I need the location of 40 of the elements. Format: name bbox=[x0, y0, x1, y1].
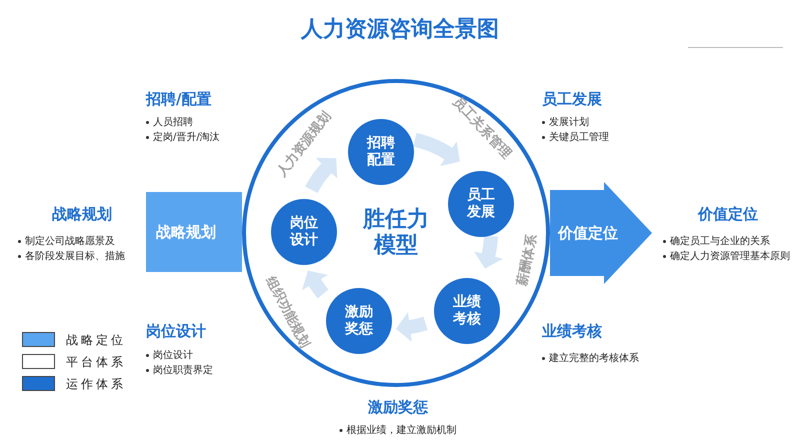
bullet-text: 确定员工与企业的关系 bbox=[663, 234, 770, 249]
bullet-text: 各阶段发展目标、措施 bbox=[18, 249, 125, 264]
arc-label: 人力资源规划 bbox=[273, 108, 336, 180]
bullet-text: 岗位设计 bbox=[146, 348, 193, 363]
section-heading: 激励奖惩 bbox=[368, 398, 428, 417]
bullet-text: 根据业绩，建立激励机制 bbox=[340, 423, 456, 438]
legend-label: 运作体系 bbox=[66, 376, 126, 393]
node-label: 激励奖惩 bbox=[344, 304, 374, 338]
legend-label: 战略定位 bbox=[66, 332, 126, 349]
bullet-text: 岗位职责界定 bbox=[146, 363, 213, 378]
node-label: 岗位设计 bbox=[289, 215, 319, 249]
node-label: 员工发展 bbox=[466, 187, 496, 221]
arc-label: 员工关系管理 bbox=[448, 94, 515, 163]
title: 人力资源咨询全景图 bbox=[300, 16, 500, 44]
node-label: 价值定位 bbox=[558, 224, 618, 242]
bullet-text: 制定公司战略愿景及 bbox=[18, 234, 115, 249]
section-heading: 员工发展 bbox=[542, 90, 602, 109]
section-heading: 价值定位 bbox=[698, 205, 758, 224]
bullet-text: 建立完整的考核体系 bbox=[542, 351, 639, 366]
strategy-box bbox=[146, 192, 242, 272]
bullet-text: 确定人力资源管理基本原则 bbox=[663, 249, 790, 264]
bullet-text: 人员招聘 bbox=[146, 115, 193, 130]
block-arrow bbox=[550, 182, 652, 284]
cycle-arrow bbox=[412, 133, 460, 166]
node-label: 胜任力模型 bbox=[362, 206, 430, 260]
bullet-text: 定岗/晋升/淘汰 bbox=[146, 130, 220, 145]
node-label: 战略规划 bbox=[156, 223, 216, 241]
bullet-text: 发展计划 bbox=[542, 115, 589, 130]
bullet-text: 关键员工管理 bbox=[542, 130, 609, 145]
node-label: 招聘配置 bbox=[366, 135, 396, 169]
cycle-arrow bbox=[302, 270, 330, 300]
section-heading: 招聘/配置 bbox=[146, 90, 212, 109]
section-heading: 岗位设计 bbox=[146, 322, 206, 341]
cycle-arrow bbox=[305, 158, 338, 194]
section-heading: 战略规划 bbox=[52, 205, 112, 224]
node-label: 业绩考核 bbox=[452, 294, 482, 328]
section-heading: 业绩考核 bbox=[542, 322, 602, 341]
arc-label: 薪酬体系 bbox=[514, 232, 542, 288]
legend-label: 平台体系 bbox=[66, 354, 126, 371]
arc-label: 组织功能规划 bbox=[262, 273, 314, 351]
